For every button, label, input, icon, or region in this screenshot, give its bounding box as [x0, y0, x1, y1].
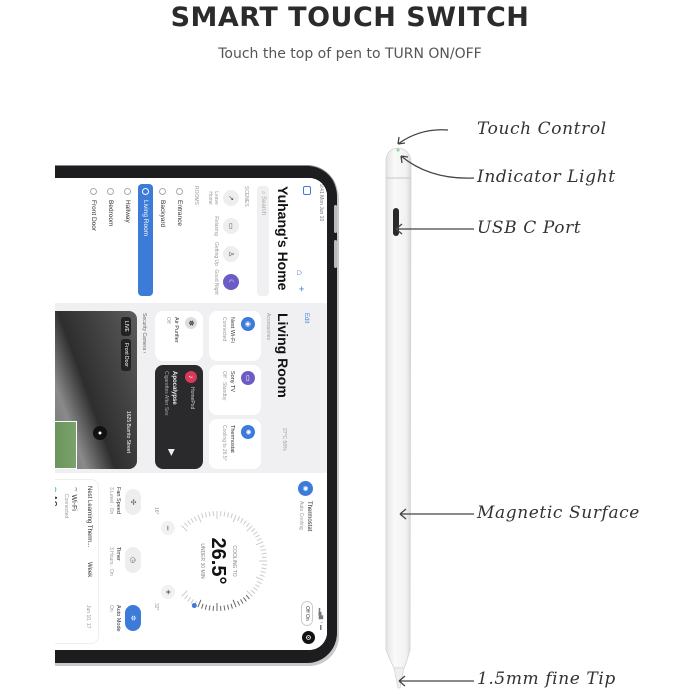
- dial-tick: [256, 537, 262, 542]
- dial-tick: [232, 514, 237, 523]
- dial-tick: [253, 531, 258, 535]
- dial-tick: [184, 594, 189, 600]
- dial-tick: [197, 514, 202, 523]
- dial-tick: [255, 584, 260, 588]
- dial-tick: [187, 597, 191, 602]
- dial-tick: [223, 605, 226, 611]
- dial-tick: [193, 516, 198, 522]
- dial-tick: [250, 589, 256, 594]
- dial-tick: [236, 516, 241, 522]
- dial-tick: [250, 528, 256, 533]
- dial-tick: [259, 574, 265, 577]
- callout-indicator-light: Indicator Light: [477, 167, 616, 187]
- dial-tick: [260, 548, 266, 551]
- dial-tick: [204, 604, 207, 610]
- dial-tick: [208, 605, 211, 611]
- dial-tick: [255, 534, 260, 538]
- dial-tick: [255, 576, 264, 581]
- thermostat-panel: ✺ Thermostat Auto Cooling Off On ⚙ COOLI…: [55, 473, 327, 650]
- dial-tick: [204, 512, 207, 518]
- dial-tick: [197, 599, 202, 608]
- dial-tick: [261, 567, 267, 570]
- dial-tick: [245, 522, 250, 528]
- indicator-light: [396, 148, 400, 152]
- dial-tick: [259, 545, 265, 548]
- dial-tick: [190, 599, 194, 604]
- page-title: SMART TOUCH SWITCH: [170, 2, 530, 33]
- temperature-dial[interactable]: [157, 501, 277, 621]
- callout-fine-tip: 1.5mm fine Tip: [477, 669, 616, 689]
- dial-tick: [253, 587, 258, 591]
- stylus-tip: [393, 667, 405, 689]
- dial-tick: [201, 513, 204, 519]
- dial-tick: [255, 541, 264, 546]
- tablet-screen: Yuhang's Home ⌂ + ⌕ Search SCENES ↗ ▭ ♙ …: [55, 178, 327, 650]
- dial-tick: [232, 599, 237, 608]
- dial-tick: [243, 597, 247, 602]
- dial-tick: [246, 590, 253, 597]
- dial-tick: [240, 599, 244, 604]
- dial-tick: [230, 513, 233, 519]
- dial-tick: [227, 512, 230, 518]
- dial-tick: [208, 511, 211, 517]
- smart-home-app: Yuhang's Home ⌂ + ⌕ Search SCENES ↗ ▭ ♙ …: [55, 178, 327, 650]
- image-crop-margin: [0, 0, 55, 700]
- dial-tick: [240, 518, 244, 523]
- dial-tick: [201, 603, 204, 609]
- dial-tick: [181, 525, 188, 532]
- dial-tick: [227, 604, 230, 610]
- dial-tick: [243, 520, 247, 525]
- dial-tick: [245, 594, 250, 600]
- tablet-volume-button: [334, 240, 337, 268]
- callout-usb-port: USB C Port: [477, 218, 582, 238]
- dial-tick: [184, 522, 189, 528]
- dial-tick: [181, 590, 188, 597]
- dial-tick: [236, 600, 241, 606]
- callout-magnetic-surface: Magnetic Surface: [477, 503, 640, 523]
- dial-tick: [261, 552, 267, 555]
- dial-tick: [190, 518, 194, 523]
- stylus-body: [385, 147, 412, 669]
- dial-tick: [187, 520, 191, 525]
- callout-touch-control: Touch Control: [477, 119, 607, 139]
- callout-arrows: [395, 129, 475, 687]
- dial-tick: [246, 525, 253, 532]
- dial-tick: [256, 580, 262, 585]
- dial-handle[interactable]: [191, 603, 197, 609]
- dial-tick: [260, 571, 266, 574]
- dial-tick: [223, 511, 226, 517]
- tablet-volume-button: [334, 205, 337, 233]
- usb-c-port: [393, 208, 399, 236]
- dial-tick: [230, 603, 233, 609]
- page-subtitle: Touch the top of pen to TURN ON/OFF: [218, 46, 482, 62]
